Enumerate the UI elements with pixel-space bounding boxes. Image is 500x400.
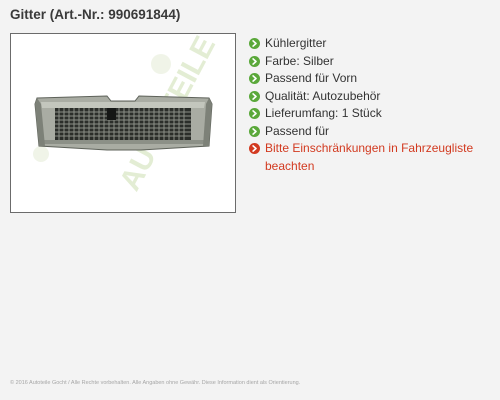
green-arrow-circle-icon — [249, 125, 260, 137]
watermark-shapes — [33, 54, 171, 162]
green-arrow-circle-icon — [249, 38, 260, 49]
footer-copyright: © 2016 Autoteile Gocht / Alle Rechte vor… — [10, 380, 301, 386]
page-title: Gitter (Art.-Nr.: 990691844) — [10, 7, 181, 22]
feature-item: Lieferumfang: 1 Stück — [249, 105, 494, 123]
feature-item: Passend für — [249, 123, 494, 141]
red-arrow-circle-icon — [249, 143, 260, 154]
feature-text: Lieferumfang: 1 Stück — [265, 106, 382, 120]
warning-text: Bitte Einschränkungen in Fahrzeugliste b… — [265, 140, 473, 175]
feature-text: Kühlergitter — [265, 36, 327, 50]
warning-line-1: Bitte Einschränkungen in Fahrzeugliste — [265, 141, 474, 155]
feature-item: Kühlergitter — [249, 35, 494, 53]
green-arrow-circle-icon — [249, 108, 260, 119]
feature-text: Passend für — [265, 123, 330, 138]
warning-line-2: beachten — [265, 158, 315, 173]
feature-item: Passend für Vorn — [249, 70, 494, 88]
feature-text: Qualität: Autozubehör — [265, 88, 381, 103]
feature-text: Passend für Vorn — [265, 71, 358, 85]
feature-item: Farbe: Silber — [249, 53, 494, 71]
green-arrow-circle-icon — [249, 90, 260, 102]
green-arrow-circle-icon — [249, 55, 260, 67]
feature-item: Qualität: Autozubehör — [249, 88, 494, 106]
feature-text: Farbe: Silber — [265, 53, 334, 68]
green-arrow-circle-icon — [249, 73, 260, 84]
restriction-warning: Bitte Einschränkungen in Fahrzeugliste b… — [249, 140, 494, 175]
grille-image: AUTOTEILE GOCHT — [33, 34, 235, 196]
feature-list: Kühlergitter Farbe: Silber Passend für V… — [249, 35, 494, 175]
product-image[interactable]: AUTOTEILE GOCHT — [10, 33, 236, 213]
grille — [34, 95, 213, 151]
